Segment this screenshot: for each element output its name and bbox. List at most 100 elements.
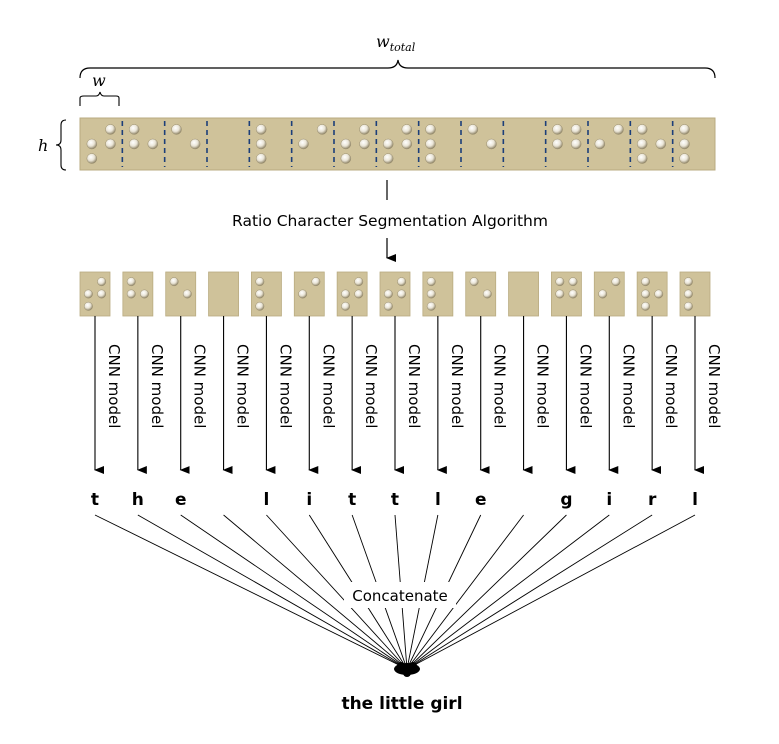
strip-cell-13-dot-2 (594, 138, 606, 150)
predicted-char: e (175, 490, 187, 510)
segmented-cell-10-dot-5 (482, 289, 492, 299)
cnn-model-label: CNN model (148, 344, 166, 428)
strip-cell-7-dot-4 (359, 124, 370, 135)
strip-cell-7-dot-3 (340, 153, 352, 164)
strip-cell-15-dot-1 (679, 124, 690, 135)
segmented-cell-7-dot-5 (354, 289, 364, 299)
segmented-cell-5-dot-2 (255, 289, 265, 299)
strip-cell-12-dot-1 (552, 124, 563, 135)
segmented-cell-15-dot-2 (683, 289, 693, 299)
cell-background (208, 271, 239, 317)
segmented-cell-7-dot-4 (354, 277, 364, 287)
predicted-char: r (648, 490, 657, 510)
segmented-cell-12-dot-1 (555, 277, 565, 287)
segmented-cell-5-dot-3 (255, 301, 265, 311)
segmented-cell-15-dot-3 (683, 301, 693, 311)
segmented-cell-13-dot-2 (598, 289, 608, 299)
segmented-cell-2 (122, 271, 154, 317)
predicted-char: i (606, 490, 612, 510)
concatenate-line (266, 514, 408, 670)
strip-cell-7-dot-5 (359, 138, 370, 150)
strip-cell-9-dot-2 (425, 138, 436, 150)
concatenate-line (406, 514, 524, 670)
segmented-cell-2-dot-2 (126, 289, 136, 299)
cnn-model-labels: CNN model CNN model CNN model CNN model CNN … (105, 344, 723, 428)
segmented-cell-14-dot-3 (641, 301, 650, 311)
cnn-model-label: CNN model (234, 344, 252, 428)
strip-cell-2-dot-2 (128, 138, 140, 150)
concatenate-line (406, 514, 567, 670)
concatenate-line (406, 514, 653, 670)
predicted-char: l (264, 490, 270, 510)
strip-cell-2-dot-5 (147, 138, 159, 150)
segmented-cell-13 (593, 271, 625, 317)
braille-strip-content (86, 121, 690, 167)
strip-cell-1-dot-5 (105, 138, 116, 150)
cnn-arrows (94, 316, 704, 474)
segmented-cell-12 (551, 271, 582, 317)
concatenate-label-bg (344, 582, 456, 608)
segmented-cell-13-dot-4 (611, 277, 621, 287)
segmented-cell-8-dot-2 (383, 289, 393, 299)
segmented-cell-15-dot-1 (683, 277, 693, 287)
h-label: h (38, 136, 48, 155)
segmented-cell-6-dot-4 (311, 277, 321, 287)
strip-cell-14-dot-3 (636, 153, 648, 164)
segmented-cell-10-dot-1 (469, 277, 479, 287)
strip-cell-14-dot-5 (655, 138, 667, 150)
segmented-cell-7-dot-3 (341, 301, 350, 311)
strip-cell-15-dot-2 (679, 138, 690, 150)
strip-cell-7-dot-2 (340, 138, 352, 150)
algorithm-label: Ratio Character Segmentation Algorithm (232, 212, 548, 230)
cnn-model-label: CNN model (362, 344, 380, 428)
predicted-char: l (435, 490, 441, 510)
cnn-model-label: CNN model (705, 344, 723, 428)
predicted-char: t (391, 490, 399, 510)
strip-cell-1-dot-3 (86, 153, 98, 164)
predicted-char: t (91, 490, 99, 510)
result-text: the little girl (341, 694, 462, 714)
segmented-cell-11 (508, 271, 539, 317)
segmented-cell-3-dot-1 (169, 277, 179, 287)
strip-cell-8-dot-4 (401, 124, 413, 135)
predicted-char: e (475, 490, 487, 510)
segmented-cell-12-dot-2 (555, 289, 565, 299)
cnn-model-label: CNN model (619, 344, 637, 428)
concatenate-line (406, 514, 696, 670)
segmented-cell-8-dot-3 (383, 301, 393, 311)
strip-cell-6-dot-4 (316, 124, 328, 135)
cnn-model-label: CNN model (319, 344, 337, 428)
concatenate-line (406, 514, 610, 670)
cnn-model-label: CNN model (534, 344, 552, 428)
cnn-model-label: CNN model (662, 344, 680, 428)
segmented-cell-5-dot-1 (255, 277, 265, 287)
cnn-model-label: CNN model (576, 344, 594, 428)
segmented-cell-1-dot-3 (83, 301, 93, 311)
strip-cell-12-dot-2 (552, 138, 563, 150)
segmented-cell-2-dot-1 (126, 277, 136, 287)
segmented-cell-14-dot-1 (641, 277, 650, 287)
strip-cell-1-dot-2 (86, 138, 98, 150)
strip-cell-12-dot-5 (570, 138, 582, 150)
concatenate-label: Concatenate (352, 587, 448, 605)
w-total-label: wtotal (376, 32, 416, 54)
concatenation-point (394, 662, 420, 677)
w-label: w (92, 71, 106, 90)
w-total-brace (79, 59, 716, 79)
predicted-char: t (348, 490, 356, 510)
predicted-char: g (560, 490, 572, 510)
predicted-char: i (306, 490, 312, 510)
predicted-char: l (692, 490, 698, 510)
concatenate-line (180, 514, 408, 670)
strip-cell-2-dot-1 (128, 124, 140, 135)
segmented-cell-1-dot-2 (83, 289, 93, 299)
concatenate-line (94, 514, 408, 670)
segmented-cell-2-dot-5 (140, 289, 149, 299)
strip-cell-9-dot-1 (425, 124, 436, 135)
segmented-cell-6-dot-2 (298, 289, 308, 299)
segmented-cell-3 (165, 271, 197, 317)
segmented-cell-14-dot-5 (654, 289, 664, 299)
strip-cell-6-dot-2 (298, 138, 309, 150)
